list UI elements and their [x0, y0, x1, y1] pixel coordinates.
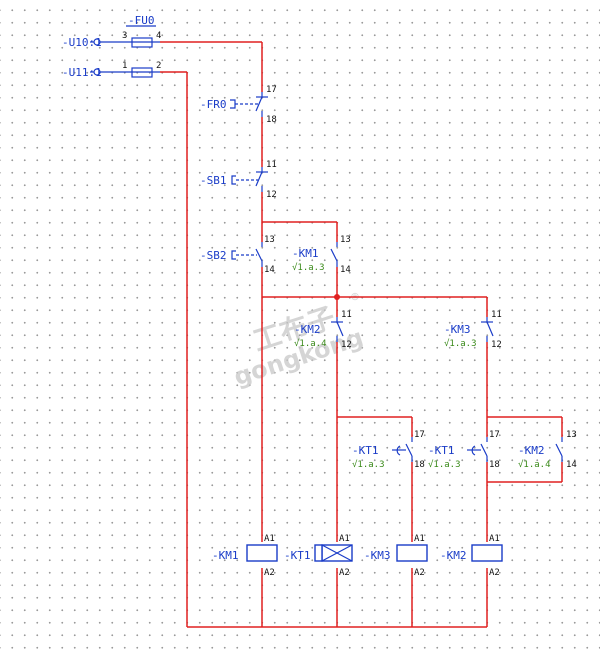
- coil-km2: -KM2 A1 A2: [440, 534, 503, 578]
- svg-text:-KM2: -KM2: [294, 323, 321, 336]
- svg-text:3: 3: [122, 31, 127, 41]
- svg-text:-KM3: -KM3: [364, 549, 391, 562]
- svg-text:12: 12: [266, 190, 277, 200]
- kt1-timer-contact-b: -KT1 √1.a.3 17 18: [428, 430, 500, 470]
- svg-text:18: 18: [266, 115, 277, 125]
- svg-text:-SB2: -SB2: [200, 249, 227, 262]
- svg-text:-KM2: -KM2: [440, 549, 467, 562]
- coil-km1: -KM1 A1 A2: [212, 534, 278, 578]
- svg-text:17: 17: [489, 430, 500, 440]
- svg-text:A2: A2: [264, 568, 275, 578]
- junction-dot: [334, 294, 340, 300]
- svg-text:A2: A2: [339, 568, 350, 578]
- svg-text:A1: A1: [339, 534, 350, 544]
- km3-interlock-contact: -KM3 √1.a.3 11 12: [444, 310, 502, 350]
- svg-text:√1.a.3: √1.a.3: [444, 338, 477, 349]
- svg-text:17: 17: [266, 85, 277, 95]
- svg-text:11: 11: [491, 310, 502, 320]
- svg-text:13: 13: [340, 235, 351, 245]
- overload-relay-fr0: -FR0 17 18: [200, 85, 277, 125]
- svg-text:-KT1: -KT1: [428, 444, 455, 457]
- svg-text:-KM1: -KM1: [292, 247, 319, 260]
- svg-text:-KT1: -KT1: [284, 549, 311, 562]
- svg-text:14: 14: [340, 265, 351, 275]
- svg-text:11: 11: [266, 160, 277, 170]
- svg-text:13: 13: [566, 430, 577, 440]
- svg-text:1: 1: [122, 61, 127, 71]
- km2-interlock-contact: -KM2 √1.a.4 11 12: [294, 310, 352, 350]
- svg-text:√1.a.3: √1.a.3: [428, 459, 461, 470]
- terminal-u11: -U11:1: [62, 66, 132, 79]
- svg-text:A1: A1: [414, 534, 425, 544]
- svg-text:11: 11: [341, 310, 352, 320]
- svg-text:A2: A2: [489, 568, 500, 578]
- svg-text:√1.a.3: √1.a.3: [292, 262, 325, 273]
- start-button-sb2: -SB2 13 14: [200, 235, 275, 275]
- svg-text:14: 14: [566, 460, 577, 470]
- svg-text:-U11:1: -U11:1: [62, 66, 102, 79]
- svg-text:-KM1: -KM1: [212, 549, 239, 562]
- svg-text:2: 2: [156, 61, 161, 71]
- svg-text:-KM3: -KM3: [444, 323, 471, 336]
- svg-text:√1.a.4: √1.a.4: [294, 338, 327, 349]
- svg-text:A1: A1: [489, 534, 500, 544]
- svg-text:√1.a.3: √1.a.3: [352, 459, 385, 470]
- svg-text:-KT1: -KT1: [352, 444, 379, 457]
- svg-text:A1: A1: [264, 534, 275, 544]
- svg-text:18: 18: [414, 460, 425, 470]
- svg-text:A2: A2: [414, 568, 425, 578]
- stop-button-sb1: -SB1 11 12: [200, 160, 277, 200]
- svg-text:14: 14: [264, 265, 275, 275]
- km1-hold-contact: -KM1 √1.a.3 13 14: [292, 235, 351, 275]
- svg-text:-FU0: -FU0: [128, 14, 155, 27]
- km2-hold-contact: -KM2 √1.a.4 13 14: [518, 430, 577, 470]
- svg-text:4: 4: [156, 31, 161, 41]
- kt1-timer-contact-a: -KT1 √1.a.3 17 18: [352, 430, 425, 470]
- svg-text:-SB1: -SB1: [200, 174, 227, 187]
- svg-text:18: 18: [489, 460, 500, 470]
- svg-text:17: 17: [414, 430, 425, 440]
- coil-kt1: -KT1 A1 A2: [284, 534, 353, 578]
- svg-text:-KM2: -KM2: [518, 444, 545, 457]
- svg-text:12: 12: [491, 340, 502, 350]
- svg-text:-FR0: -FR0: [200, 98, 227, 111]
- fuse-fu0: -FU0 3 4 1 2: [122, 14, 161, 78]
- wiring: [160, 41, 563, 628]
- svg-text:12: 12: [341, 340, 352, 350]
- svg-text:-U10:1: -U10:1: [62, 36, 102, 49]
- terminal-u10: -U10:1: [62, 36, 132, 49]
- svg-text:13: 13: [264, 235, 275, 245]
- svg-text:√1.a.4: √1.a.4: [518, 459, 551, 470]
- coil-km3: -KM3 A1 A2: [364, 534, 428, 578]
